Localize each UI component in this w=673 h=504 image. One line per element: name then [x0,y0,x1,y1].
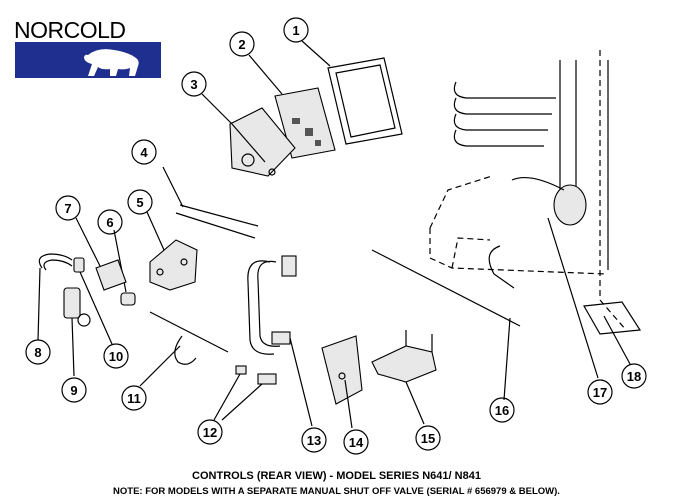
part-10-fitting [73,257,113,345]
callout-3: 3 [181,71,233,125]
part-4-wire-ties [162,166,259,239]
callout-15: 15 [415,425,441,451]
callout-5: 5 [127,189,165,251]
svg-text:5: 5 [136,195,143,210]
part-14-cover-plate [321,335,363,429]
part-3-control-housing [229,107,296,177]
callout-17: 17 [587,379,613,405]
callout-12: 12 [197,419,223,445]
part-12-electrodes [213,365,277,421]
callout-9: 9 [61,377,87,403]
norcold-logo: NORCOLD [14,17,161,78]
callout-4: 4 [131,139,157,165]
part-9-valve [63,287,91,377]
part-11-thermocouple [139,311,229,387]
callout-8: 8 [25,339,51,365]
svg-text:4: 4 [140,145,148,160]
svg-text:13: 13 [307,433,321,448]
callout-11: 11 [121,385,147,411]
svg-text:6: 6 [106,215,113,230]
svg-text:18: 18 [627,369,641,384]
part-13-wiring-harness [247,255,313,427]
svg-text:11: 11 [127,391,141,406]
callout-2: 2 [229,31,283,95]
part-2-circuit-board [274,87,336,159]
logo-wordmark: NORCOLD [14,17,126,43]
callout-18: 18 [621,363,647,389]
callout-13: 13 [301,427,327,453]
part-5-bracket [149,239,198,291]
part-8-tube [37,253,73,341]
callout-1: 1 [283,17,331,67]
svg-text:1: 1 [292,23,299,38]
diagram-caption-title: CONTROLS (REAR VIEW) - MODEL SERIES N641… [192,470,481,482]
svg-text:2: 2 [238,37,245,52]
svg-text:17: 17 [593,385,607,400]
svg-text:15: 15 [421,431,435,446]
diagram-caption-note: NOTE: FOR MODELS WITH A SEPARATE MANUAL … [113,486,560,497]
svg-text:10: 10 [109,349,123,364]
polar-bear-icon [84,49,139,76]
part-1-gasket [327,57,403,145]
svg-text:14: 14 [349,435,364,450]
callout-6: 6 [97,209,123,235]
callout-10: 10 [103,343,129,369]
svg-text:9: 9 [70,383,77,398]
svg-text:16: 16 [495,403,509,418]
callout-14: 14 [343,429,369,455]
cooling-unit [371,50,642,401]
svg-text:7: 7 [64,201,71,216]
callout-16: 16 [489,397,515,423]
part-7-solenoid [75,217,127,291]
part-15-drip-tray [371,330,437,425]
svg-text:3: 3 [190,77,197,92]
callout-7: 7 [55,195,81,221]
svg-text:8: 8 [34,345,41,360]
svg-text:12: 12 [203,425,217,440]
